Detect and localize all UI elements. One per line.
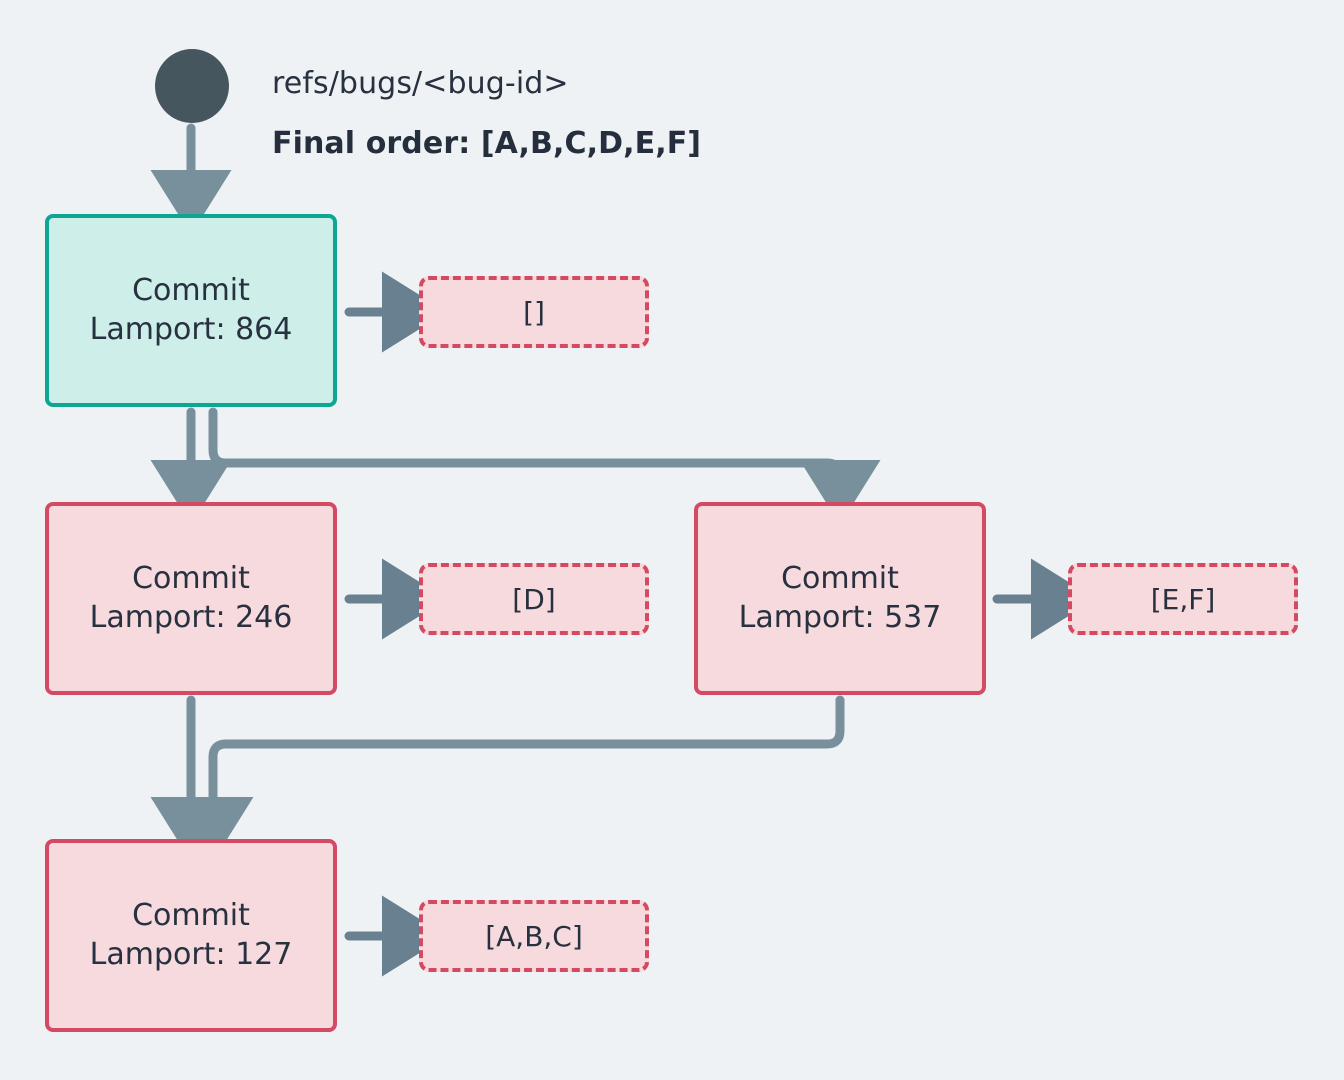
payload-text: [D] xyxy=(512,582,556,616)
payload-text: [A,B,C] xyxy=(485,919,583,953)
edge-commit537-to-commit127 xyxy=(172,695,845,862)
ref-path-label: refs/bugs/<bug-id> xyxy=(272,66,569,101)
commit-title: Commit xyxy=(781,561,899,597)
payload-tag-127[interactable]: [A,B,C] xyxy=(419,900,649,972)
payload-tag-246[interactable]: [D] xyxy=(419,563,649,635)
commit-lamport: Lamport: 246 xyxy=(89,599,293,635)
commit-lamport: Lamport: 864 xyxy=(89,311,293,347)
commit-node-127[interactable]: Commit Lamport: 127 xyxy=(45,839,337,1032)
commit-lamport: Lamport: 537 xyxy=(738,599,942,635)
commit-node-537[interactable]: Commit Lamport: 537 xyxy=(694,502,986,695)
commit-node-864[interactable]: Commit Lamport: 864 xyxy=(45,214,337,407)
commit-node-246[interactable]: Commit Lamport: 246 xyxy=(45,502,337,695)
root-node-circle-icon xyxy=(155,49,229,123)
payload-text: [] xyxy=(523,295,545,329)
payload-text: [E,F] xyxy=(1150,582,1216,616)
final-order-label: Final order: [A,B,C,D,E,F] xyxy=(272,126,702,161)
payload-tag-864[interactable]: [] xyxy=(419,276,649,348)
commit-title: Commit xyxy=(132,561,250,597)
edge-commit864-to-commit537 xyxy=(208,407,881,525)
commit-title: Commit xyxy=(132,898,250,934)
payload-tag-537[interactable]: [E,F] xyxy=(1068,563,1298,635)
commit-lamport: Lamport: 127 xyxy=(89,936,293,972)
commit-title: Commit xyxy=(132,273,250,309)
